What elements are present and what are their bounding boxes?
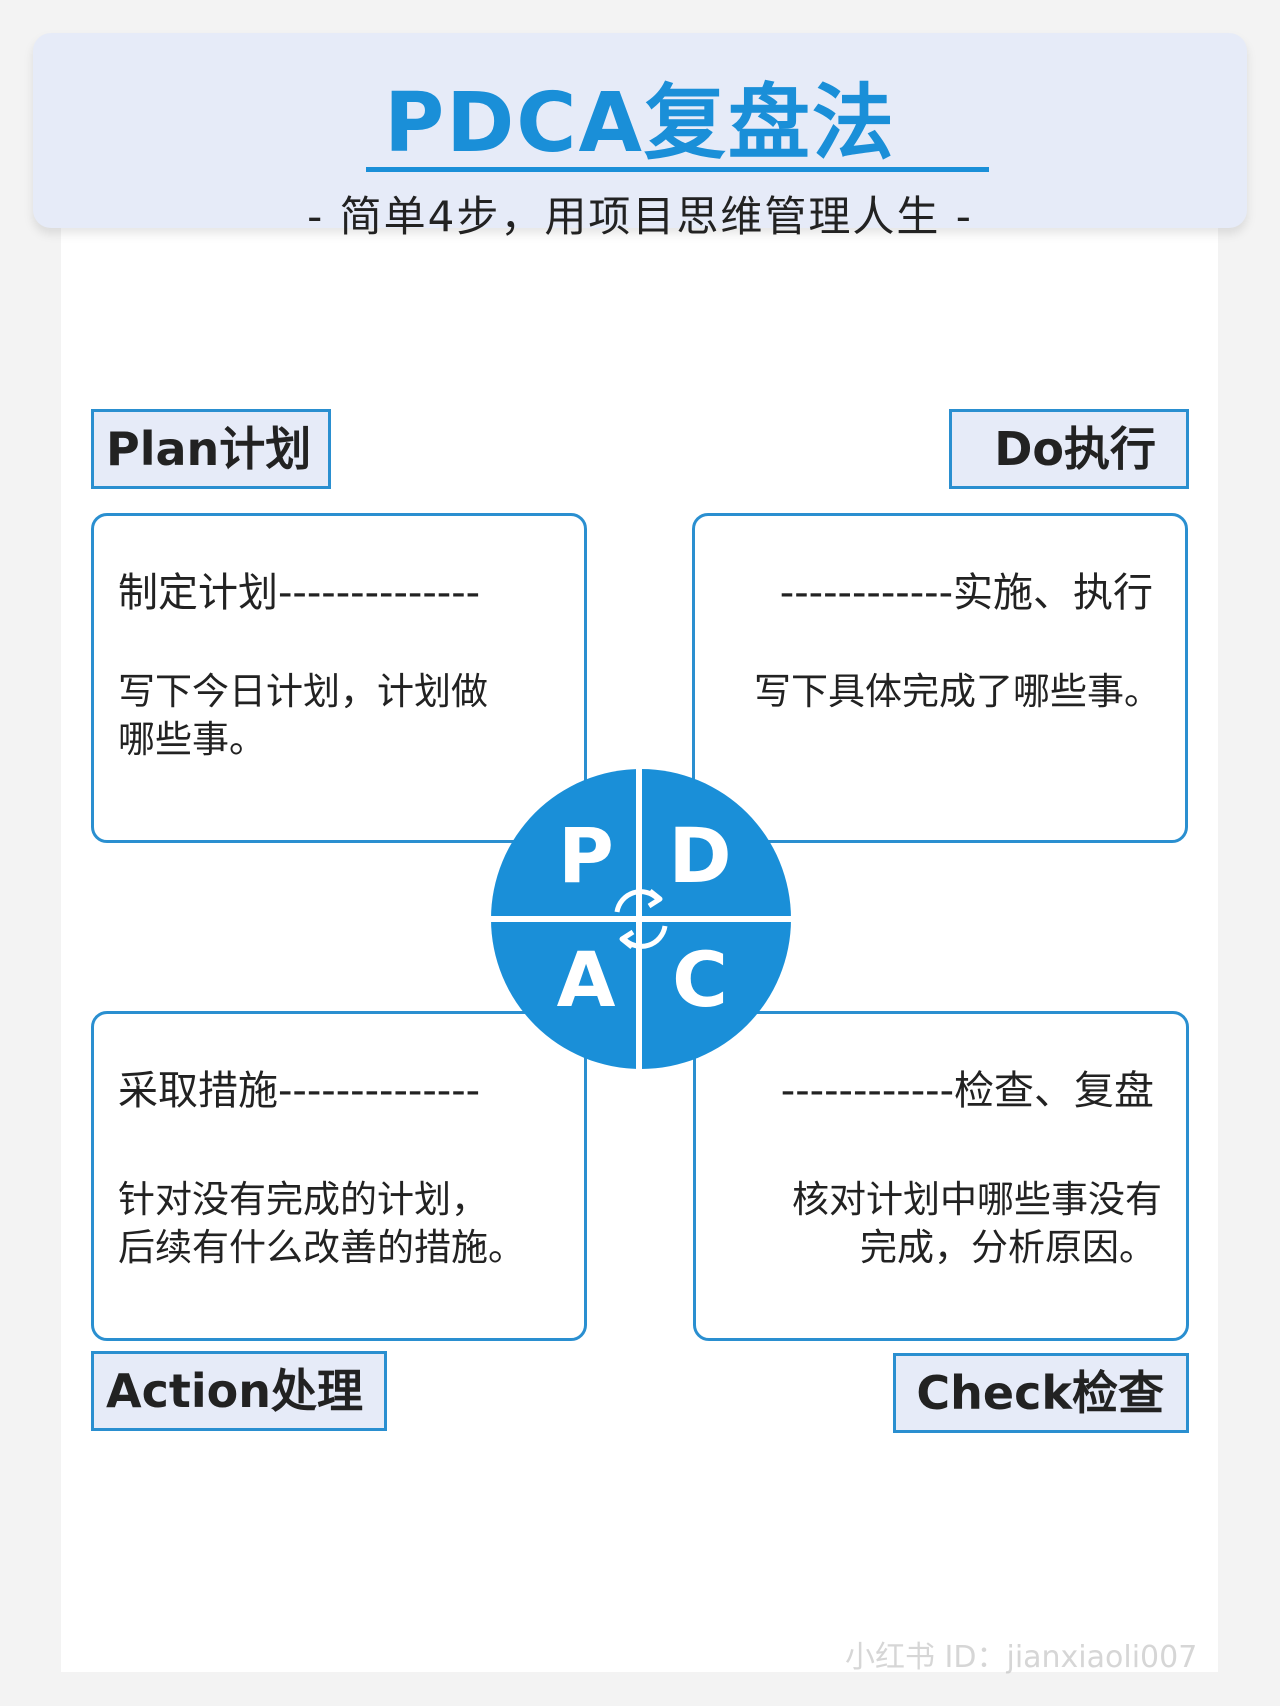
check-card: ------------检查、复盘 核对计划中哪些事没有 完成，分析原因。 xyxy=(693,1011,1189,1341)
action-body-line-1: 针对没有完成的计划， xyxy=(118,1178,488,1221)
letter-c: C xyxy=(672,935,728,1024)
page-title: PDCA复盘法 xyxy=(384,76,896,171)
do-label: Do执行 xyxy=(949,409,1189,489)
horizontal-divider xyxy=(486,916,796,922)
action-card: 采取措施-------------- 针对没有完成的计划， 后续有什么改善的措施… xyxy=(91,1011,587,1341)
plan-heading: 制定计划-------------- xyxy=(118,570,481,616)
action-heading: 采取措施-------------- xyxy=(118,1068,481,1114)
do-body-line-1: 写下具体完成了哪些事。 xyxy=(754,670,1161,713)
check-label: Check检查 xyxy=(893,1353,1189,1433)
letter-a: A xyxy=(557,935,616,1024)
page-subtitle: - 简单4步，用项目思维管理人生 - xyxy=(307,192,973,241)
plan-card: 制定计划-------------- 写下今日计划，计划做 哪些事。 xyxy=(91,513,587,843)
letter-p: P xyxy=(558,811,614,900)
action-body-line-2: 后续有什么改善的措施。 xyxy=(118,1226,525,1269)
check-body-line-2: 完成，分析原因。 xyxy=(860,1226,1156,1269)
do-card: ------------实施、执行 写下具体完成了哪些事。 xyxy=(692,513,1188,843)
pdca-circle: P D A C xyxy=(486,764,796,1074)
do-heading: ------------实施、执行 xyxy=(779,570,1153,616)
header-banner: PDCA复盘法 - 简单4步，用项目思维管理人生 - xyxy=(33,33,1247,241)
action-label: Action处理 xyxy=(91,1351,387,1431)
title-underline xyxy=(366,167,989,172)
plan-label: Plan计划 xyxy=(91,409,331,489)
check-body-line-1: 核对计划中哪些事没有 xyxy=(792,1178,1162,1221)
refresh-icon xyxy=(614,889,668,949)
watermark: 小红书 ID：jianxiaoli007 xyxy=(845,1640,1198,1675)
plan-body-line-2: 哪些事。 xyxy=(118,718,266,761)
letter-d: D xyxy=(668,811,731,900)
check-heading: ------------检查、复盘 xyxy=(780,1068,1154,1114)
plan-body-line-1: 写下今日计划，计划做 xyxy=(118,670,488,713)
